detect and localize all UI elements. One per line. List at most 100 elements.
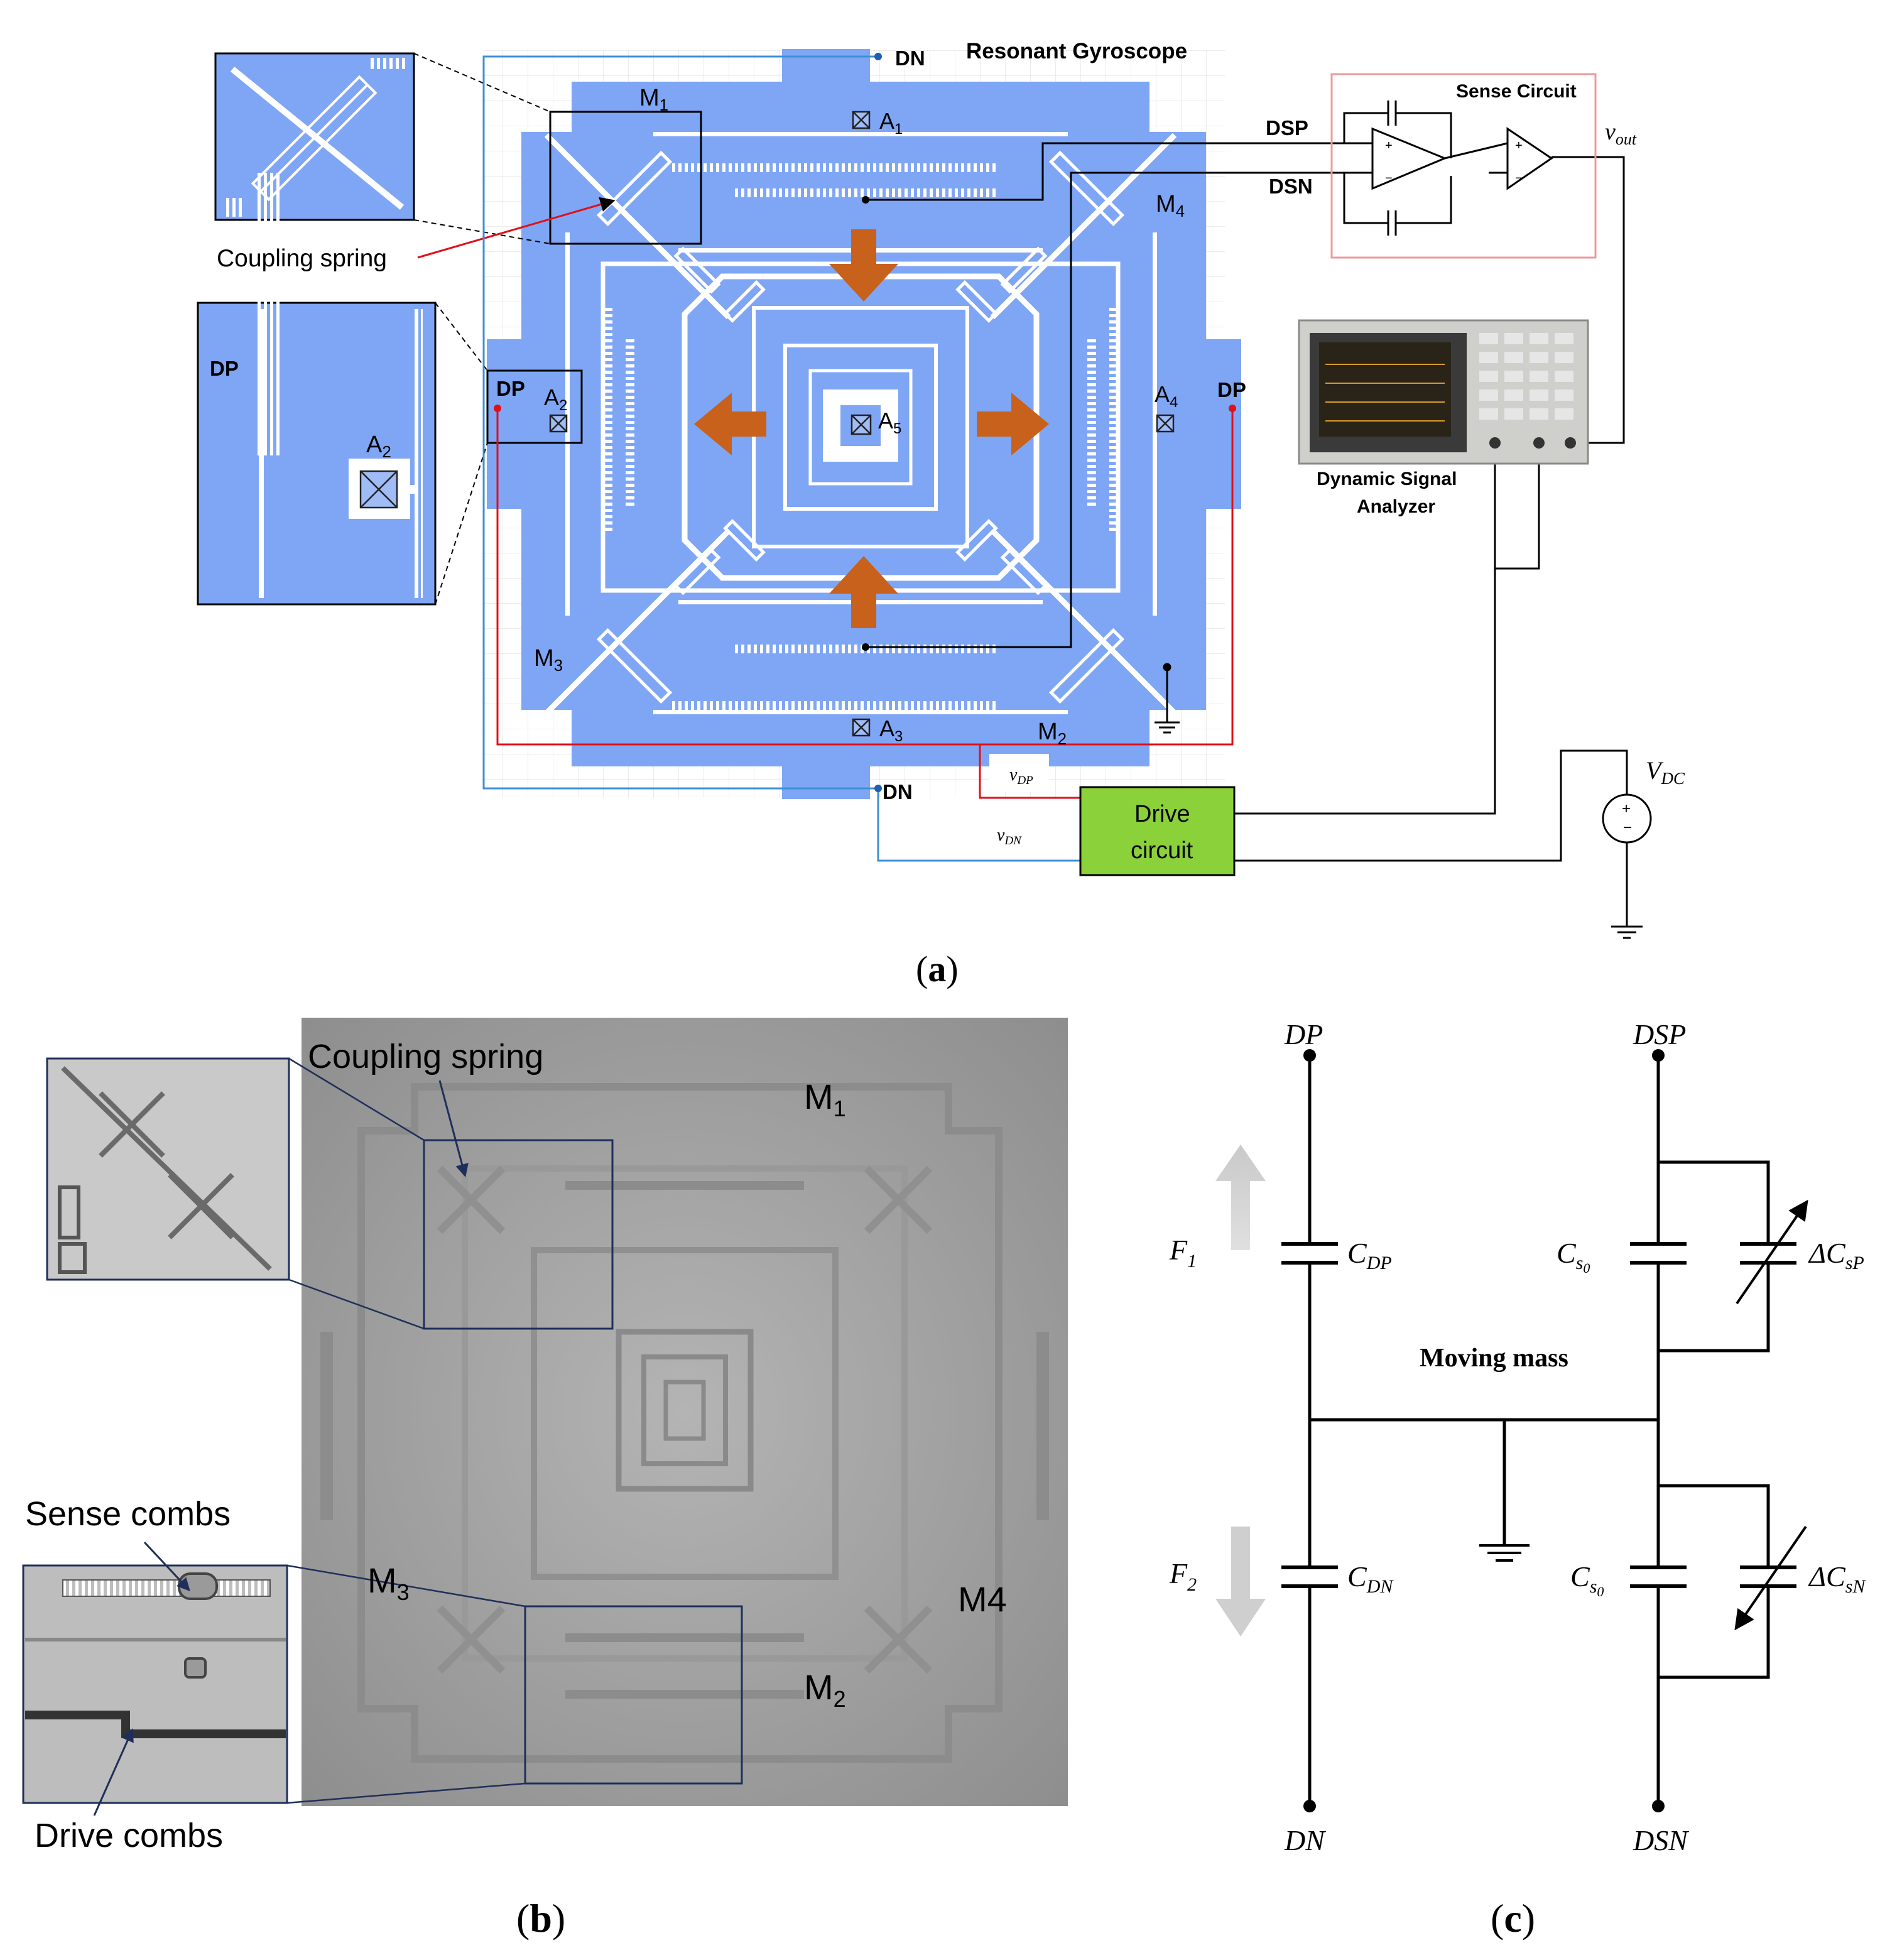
zoom-box-a2	[486, 369, 583, 444]
anchor-a2-icon	[549, 414, 568, 433]
caption-b: (b)	[516, 1896, 565, 1941]
vdp-label-bg	[989, 754, 1049, 792]
svg-text:+: +	[1622, 800, 1631, 817]
wire-dsn	[866, 172, 1372, 648]
motion-arrows	[694, 229, 1049, 628]
caption-a: (a)	[916, 949, 959, 989]
drive-combs-arrow	[93, 1728, 134, 1816]
photo-m2-label: M2	[804, 1667, 846, 1712]
wire-vdn	[877, 788, 1080, 862]
coupling-spring-pointer	[417, 197, 616, 259]
dynamic-signal-analyzer-icon	[1298, 319, 1589, 465]
dcsn-label: ΔCsN	[1808, 1560, 1866, 1597]
zoom-leader	[435, 302, 488, 371]
mass-m3-label: M3	[534, 645, 563, 675]
pad-dp-left	[487, 339, 523, 509]
svg-text:−: −	[1515, 172, 1523, 185]
dsn-terminal-label: DSN	[1633, 1824, 1689, 1856]
cdn-label: CDN	[1347, 1560, 1394, 1597]
sense-circuit-box	[1330, 73, 1597, 259]
photo-m3-label: M3	[367, 1560, 410, 1605]
f2-label: F2	[1169, 1557, 1197, 1595]
vdn-label: vDN	[997, 825, 1022, 847]
anchor-a2-label: A2	[544, 384, 567, 414]
dn-terminal-label: DN	[1284, 1824, 1326, 1856]
anchor-a5-label: A5	[878, 408, 901, 437]
zoom-leader	[286, 1782, 526, 1804]
cs0-top-label: Cs0	[1557, 1237, 1590, 1276]
dn-bottom-label: DN	[883, 780, 913, 803]
anchor-a4-label: A4	[1155, 381, 1178, 411]
dp-left-label: DP	[496, 377, 525, 400]
f1-label: F1	[1169, 1234, 1197, 1271]
terminal-dots-c	[1303, 1049, 1665, 1812]
coupling-spring-label: Coupling spring	[217, 245, 387, 272]
arrow-up-icon	[829, 556, 898, 628]
dc-source-icon	[1602, 793, 1652, 844]
cs0-bottom-label: Cs0	[1570, 1560, 1604, 1599]
zoom-leader	[435, 442, 488, 605]
inset-dp-anchor	[197, 173, 437, 606]
schematic-ground-icon	[1479, 1544, 1530, 1562]
photo-m1-label: M1	[804, 1077, 846, 1121]
wire-dsp	[866, 142, 1372, 201]
force-arrow-up-icon	[1215, 1145, 1266, 1250]
svg-text:−: −	[1623, 819, 1632, 836]
drive-circuit-label-line1: Drive	[1134, 801, 1190, 827]
vout-label: vout	[1605, 119, 1637, 148]
anchor-a3-label: A3	[879, 716, 903, 745]
cdp-label: CDP	[1347, 1237, 1392, 1273]
arrow-down-icon	[829, 229, 898, 302]
dsp-label: DSP	[1266, 116, 1308, 139]
photo-m4-label: M4	[958, 1579, 1007, 1619]
inner-frame-4	[783, 344, 938, 511]
inset-dp-label: DP	[210, 357, 239, 380]
sense-circuit-label: Sense Circuit	[1456, 81, 1577, 102]
micrograph-combs	[320, 1181, 1049, 1699]
drive-circuit-box	[1079, 786, 1236, 876]
zoom-leader	[286, 1564, 526, 1608]
sense-combs-arrow	[143, 1541, 190, 1592]
wire-vout	[1551, 156, 1625, 444]
micrograph-photo	[302, 1018, 1068, 1806]
wire-drive-analyzer	[1234, 443, 1496, 815]
wire-vdc	[1234, 749, 1628, 862]
caption-c: (c)	[1491, 1896, 1535, 1941]
force-arrow-down-icon	[1215, 1527, 1266, 1636]
analyzer-label-line1: Dynamic Signal	[1317, 469, 1457, 489]
panel-c: DP DN DSP DSN F1 F2 CDP CDN Cs0 Cs0 ΔCsP…	[1169, 1018, 1866, 1941]
panel-b: Coupling spring Sense combs Drive combs …	[22, 1018, 1068, 1941]
svg-text:+: +	[1385, 139, 1393, 153]
vdp-label: vDP	[1009, 765, 1033, 787]
panel-a: + − + −	[197, 39, 1685, 989]
svg-text:+: +	[1515, 139, 1523, 153]
mass-m1-label: M1	[639, 85, 668, 114]
micrograph-springs	[437, 1165, 933, 1674]
pad-dp-right	[1205, 339, 1241, 509]
wiring	[482, 55, 1628, 927]
dn-top-label: DN	[895, 46, 925, 70]
device-ground-icon	[1155, 663, 1180, 734]
dsp-terminal-label: DSP	[1633, 1018, 1686, 1050]
dp-terminal-label: DP	[1284, 1018, 1323, 1050]
anchor-a1-icon	[852, 111, 871, 129]
moving-mass-label: Moving mass	[1420, 1344, 1568, 1373]
dc-ground-icon	[1611, 925, 1643, 939]
zoom-leader	[288, 1278, 425, 1330]
arrow-left-icon	[694, 393, 766, 455]
gyroscope-title: Resonant Gyroscope	[966, 39, 1187, 63]
sense-combs-label: Sense combs	[25, 1495, 231, 1533]
gyroscope-layout	[487, 49, 1241, 799]
inner-frame-5	[808, 369, 913, 486]
opamp-2-icon	[1506, 127, 1553, 190]
anchor-a3-icon	[852, 718, 871, 737]
terminal-dots	[494, 53, 1236, 792]
inset-coupling-spring	[214, 52, 415, 221]
zoom-leader	[413, 53, 551, 112]
diagonal-slots	[544, 133, 1177, 716]
schematic-wires	[1308, 1055, 1770, 1806]
drive-circuit-label-line2: circuit	[1131, 837, 1193, 864]
micrograph-structure	[357, 1083, 1003, 1763]
inset-coupling-photo	[46, 1057, 290, 1281]
